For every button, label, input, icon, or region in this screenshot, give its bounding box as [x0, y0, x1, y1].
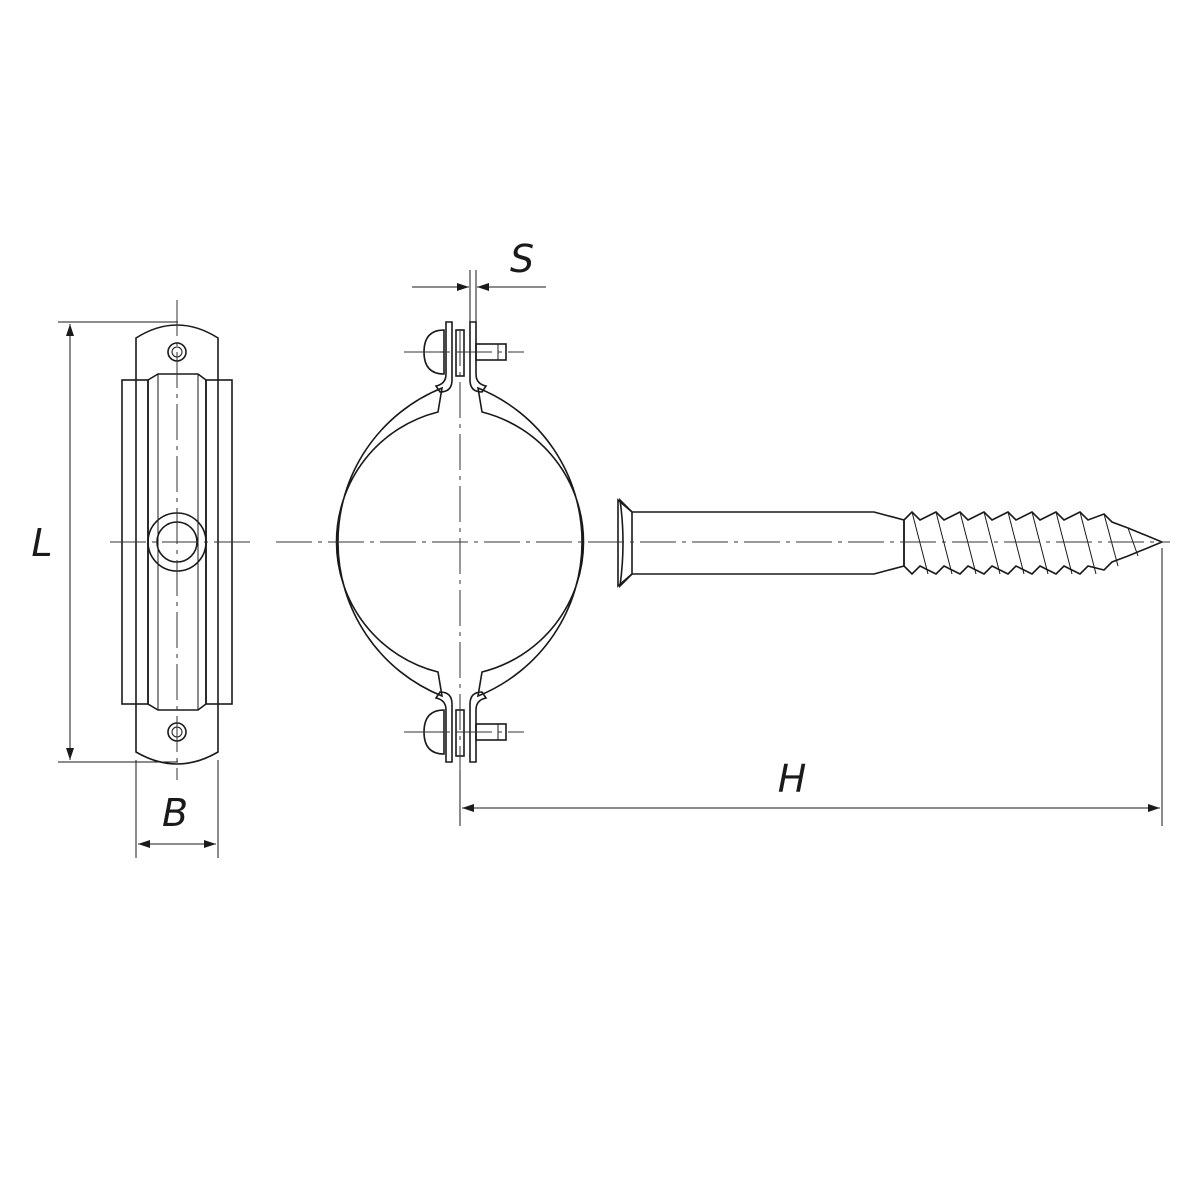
dimension-S-label: S — [510, 237, 534, 281]
dimension-H: H — [459, 548, 1163, 826]
screw-shank — [617, 498, 905, 588]
screw-thread — [903, 510, 1165, 576]
side-view-metal-band — [135, 324, 219, 765]
side-view — [110, 300, 250, 780]
top-fastener — [404, 321, 524, 393]
rubber-ring-right — [476, 386, 585, 698]
rubber-ring-left — [335, 386, 444, 698]
dimension-L-label: L — [31, 521, 52, 565]
bottom-fastener — [404, 691, 524, 763]
dimension-B: B — [135, 760, 219, 858]
side-view-inner-band — [147, 373, 207, 711]
front-view — [276, 321, 1170, 770]
dimension-H-label: H — [778, 757, 807, 801]
dimension-S: S — [412, 237, 546, 326]
clamp-neck — [618, 497, 633, 589]
dimension-B-label: B — [162, 791, 188, 835]
dimension-L: L — [31, 321, 178, 763]
